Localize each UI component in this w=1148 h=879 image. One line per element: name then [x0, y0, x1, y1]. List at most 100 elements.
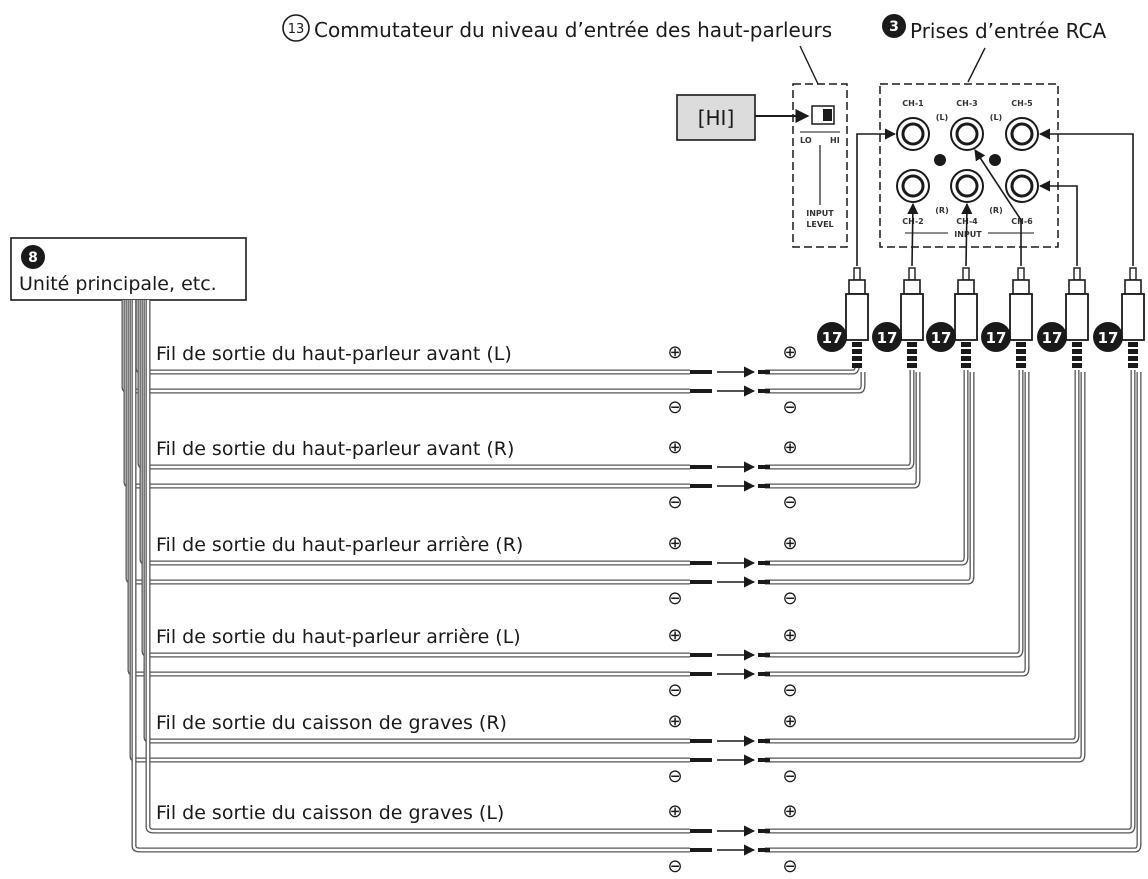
- wire-5-polarity-4: ⊖: [782, 766, 797, 787]
- rca-plug-2: 17: [872, 267, 924, 368]
- rca-jack-ch3: [950, 117, 984, 151]
- wire-4-segment-4: [765, 372, 1030, 677]
- rca-jack-ch2: [896, 169, 930, 203]
- wire-5-polarity-1: ⊕: [667, 711, 682, 732]
- switch-lo-label: LO: [800, 136, 812, 145]
- wire-6-segment-4-core: [765, 372, 1141, 852]
- switch-knob: [823, 109, 832, 121]
- rca-plug-1: 17: [817, 267, 869, 368]
- wire-6-polarity-1: ⊕: [667, 801, 682, 822]
- rca-title: Prises d’entrée RCA: [910, 19, 1106, 43]
- rca-side-label-r1: (R): [935, 206, 948, 215]
- rca-ch1-label: CH-1: [902, 99, 924, 108]
- switch-hi-label: HI: [830, 136, 840, 145]
- plug-3-to-jack-arrow: [961, 202, 973, 267]
- rca-side-label-l1: (L): [936, 113, 948, 122]
- main-unit-label: Unité principale, etc.: [19, 273, 217, 295]
- wire-3-polarity-3: ⊖: [667, 588, 682, 609]
- wire-4-label: Fil de sortie du haut-parleur arrière (L…: [156, 626, 521, 648]
- hi-box: [HI]: [676, 94, 810, 141]
- wire-3-segment-4-core: [765, 372, 974, 584]
- wire-2-segment-3-core: [765, 370, 914, 469]
- rca-ch6-label: CH-6: [1011, 217, 1033, 226]
- wire-1-segment-4: [765, 372, 866, 394]
- rca-jack-ch1: [896, 117, 930, 151]
- wire-3-polarity-2: ⊕: [782, 533, 797, 554]
- wire-6-label: Fil de sortie du caisson de graves (L): [156, 802, 504, 824]
- rca-plug-6: 17: [1093, 267, 1145, 368]
- connector-badge-4: [981, 322, 1011, 352]
- wire-1-label: Fil de sortie du haut-parleur avant (L): [156, 343, 512, 365]
- switch-callout: 13 Commutateur du niveau d’entrée des ha…: [282, 14, 832, 85]
- connector-badge-6: [1093, 322, 1123, 352]
- plug-6-to-jack-arrow: [1038, 128, 1134, 266]
- rca-plugs-layer: 17 17 17 17 17 17: [817, 128, 1145, 368]
- main-unit-box: 8 Unité principale, etc.: [10, 237, 247, 301]
- wire-1-polarity-3: ⊖: [667, 397, 682, 418]
- wire-2-polarity-2: ⊕: [782, 437, 797, 458]
- plug-5-to-jack-arrow: [1038, 180, 1078, 266]
- wire-4-polarity-1: ⊕: [667, 625, 682, 646]
- wire-2-polarity-4: ⊖: [782, 492, 797, 513]
- wire-1-polarity-4: ⊖: [782, 397, 797, 418]
- wire-1-polarity-2: ⊕: [782, 342, 797, 363]
- rca-ch3-label: CH-3: [956, 99, 977, 108]
- input-level-switch-panel: LO HI INPUT LEVEL: [792, 83, 848, 248]
- rca-ch5-label: CH-5: [1011, 99, 1033, 108]
- rca-jack-ch5: [1005, 117, 1039, 151]
- wire-2-polarity-3: ⊖: [667, 492, 682, 513]
- rca-side-label-r2: (R): [989, 206, 1002, 215]
- wire-5-segment-3-core: [765, 370, 1079, 743]
- plug-1-to-jack-arrow: [856, 128, 897, 266]
- rca-number: 3: [889, 19, 899, 35]
- wire-3-segment-1-core: [140, 300, 690, 565]
- wire-6-polarity-4: ⊖: [782, 856, 797, 877]
- wire-5-segment-4-core: [765, 372, 1085, 762]
- hi-label: [HI]: [698, 106, 735, 130]
- rca-input-panel: CH-1 CH-3 CH-5 (L) (L): [879, 83, 1059, 248]
- plug-2-to-jack-arrow: [907, 202, 919, 267]
- rca-plug-5: 17: [1037, 267, 1089, 368]
- wire-3-polarity-1: ⊕: [667, 533, 682, 554]
- wire-4-polarity-3: ⊖: [667, 680, 682, 701]
- wire-6-segment-2-core: [132, 300, 690, 852]
- connector-badge-1: [817, 322, 847, 352]
- rca-jack-ch4: [950, 169, 984, 203]
- wire-1-segment-3-core: [765, 365, 859, 374]
- wire-3-polarity-4: ⊖: [782, 588, 797, 609]
- main-unit-number: 8: [28, 250, 38, 266]
- rca-input-label: INPUT: [954, 230, 982, 239]
- wire-4-segment-3-core: [765, 370, 1023, 657]
- rca-side-label-l2: (L): [990, 113, 1002, 122]
- switch-title: Commutateur du niveau d’entrée des haut-…: [314, 18, 832, 42]
- wire-5-polarity-3: ⊖: [667, 766, 682, 787]
- wire-5-segment-2-core: [130, 300, 690, 762]
- rca-plug-3: 17: [926, 267, 978, 368]
- connector-number-1: 17: [822, 329, 843, 347]
- wire-5-segment-4: [765, 372, 1086, 763]
- rca-plug-4: 17: [981, 267, 1033, 368]
- plug-4-to-jack-arrow: [974, 149, 1022, 266]
- wire-labels-layer: Fil de sortie du haut-parleur avant (L) ⊕…: [156, 342, 798, 877]
- wire-6-segment-2: [131, 300, 690, 853]
- wire-6-segment-1-core: [146, 300, 690, 833]
- wire-4-segment-3: [765, 370, 1024, 658]
- wire-2-polarity-1: ⊕: [667, 437, 682, 458]
- wire-1-segment-4-core: [765, 372, 865, 393]
- wires-layer: [121, 300, 1142, 856]
- wire-2-label: Fil de sortie du haut-parleur avant (R): [156, 438, 514, 460]
- rca-jack-ch6: [1005, 169, 1039, 203]
- connector-number-5: 17: [1042, 329, 1063, 347]
- input-level-line2: LEVEL: [806, 220, 833, 229]
- wire-4-segment-4-core: [765, 372, 1029, 676]
- wire-6-segment-3-core: [765, 370, 1135, 833]
- wire-2-segment-4-core: [765, 372, 920, 488]
- connector-badge-5: [1037, 322, 1067, 352]
- rca-screw-2: [989, 154, 1001, 166]
- connector-number-4: 17: [986, 329, 1007, 347]
- connector-number-3: 17: [931, 329, 952, 347]
- wire-5-label: Fil de sortie du caisson de graves (R): [156, 712, 507, 734]
- input-level-line1: INPUT: [806, 209, 834, 218]
- connector-badge-2: [872, 322, 902, 352]
